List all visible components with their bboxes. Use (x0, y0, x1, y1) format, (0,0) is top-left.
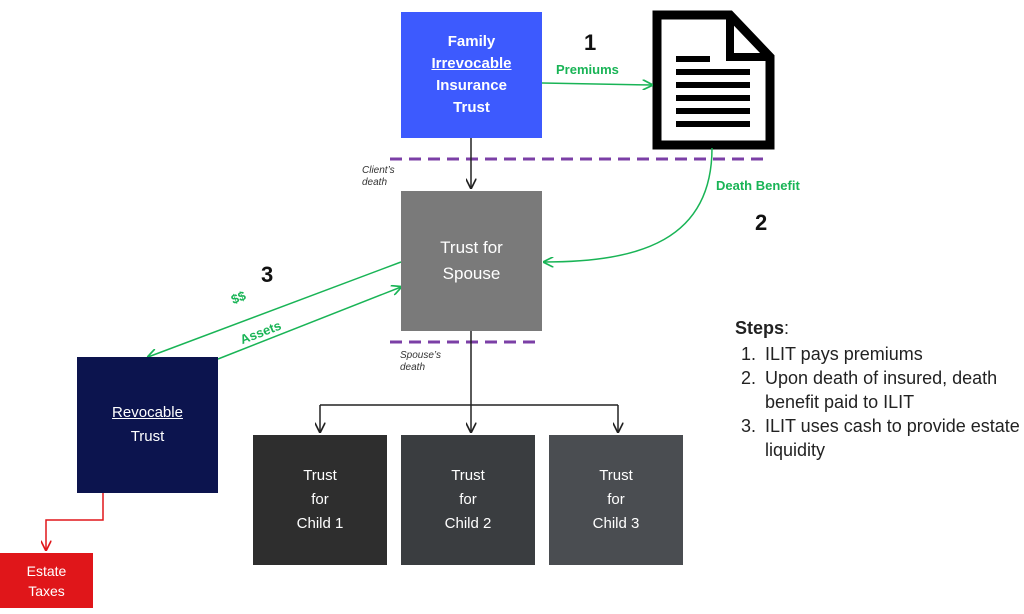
steps-title-colon: : (784, 318, 790, 338)
step-item-3: ILIT uses cash to provide estate liquidi… (761, 414, 1020, 462)
steps-panel: Steps: ILIT pays premiums Upon death of … (735, 316, 1020, 462)
death-benefit-label: Death Benefit (716, 178, 800, 193)
box-text: Trust for (440, 238, 503, 257)
assets-arrow (217, 287, 401, 360)
box-text: Irrevocable (431, 55, 512, 72)
box-text: for (459, 491, 477, 508)
spouses-death-note: Spouse’s death (400, 350, 441, 374)
death-benefit-arrow (544, 147, 713, 262)
dollars-arrow (148, 261, 402, 357)
revocable-trust-box: Revocable Trust (77, 357, 218, 493)
box-text: for (311, 491, 329, 508)
note-text: death (362, 177, 388, 188)
box-text: Trust (303, 467, 337, 484)
step-number-1: 1 (584, 30, 597, 55)
trust-for-child-1-box: Trust for Child 1 (253, 435, 387, 565)
box-text: Child 3 (592, 515, 640, 532)
document-icon (652, 10, 775, 150)
step-number-3: 3 (261, 262, 274, 287)
box-text: Spouse (442, 264, 501, 283)
steps-heading: Steps: (735, 316, 1020, 340)
clients-death-note: Client’s death (362, 165, 395, 189)
trust-for-spouse-box: Trust for Spouse (401, 191, 542, 331)
box-text: for (607, 491, 625, 508)
spouse-to-children-connector (320, 331, 618, 432)
steps-list: ILIT pays premiums Upon death of insured… (735, 342, 1020, 462)
box-text: Trust (453, 99, 490, 116)
trust-for-child-3-box: Trust for Child 3 (549, 435, 683, 565)
trust-for-child-2-box: Trust for Child 2 (401, 435, 535, 565)
note-text: Spouse’s (400, 350, 441, 361)
estate-taxes-box: Estate Taxes (0, 553, 93, 608)
step-number-2: 2 (755, 210, 768, 235)
box-text: Taxes (28, 582, 65, 599)
box-text: Child 1 (296, 515, 344, 532)
box-text: Estate (26, 562, 67, 579)
premiums-arrow (541, 83, 652, 85)
note-text: Client’s (362, 165, 395, 176)
box-text: Child 2 (444, 515, 492, 532)
steps-title: Steps (735, 318, 785, 338)
step-item-2: Upon death of insured, death benefit pai… (761, 366, 1020, 414)
box-text: Trust (130, 428, 165, 445)
box-text: Family (447, 33, 496, 50)
box-text: Trust (599, 467, 633, 484)
box-text: Insurance (436, 77, 507, 94)
premiums-label: Premiums (556, 62, 619, 77)
estate-taxes-arrow (46, 493, 104, 550)
box-text: Revocable (112, 404, 183, 421)
box-text: Trust (451, 467, 485, 484)
family-irrevocable-insurance-trust-box: Family Irrevocable Insurance Trust (401, 12, 542, 138)
note-text: death (400, 362, 426, 373)
step-item-1: ILIT pays premiums (761, 342, 1020, 366)
